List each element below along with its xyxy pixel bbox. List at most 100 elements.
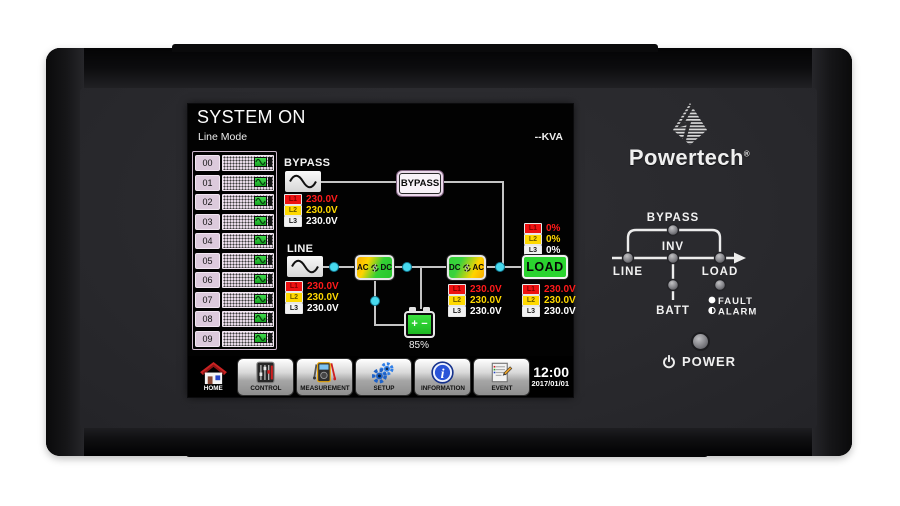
power-button[interactable] <box>691 332 710 351</box>
module-sine-icon <box>254 235 267 246</box>
phase-row: L1 230.0V <box>522 283 576 295</box>
module-number: 04 <box>195 233 220 250</box>
chassis-top-notch <box>172 44 658 52</box>
module-sine-icon <box>254 293 267 304</box>
module-row-03: 03 <box>195 213 274 230</box>
toolbar-button-information[interactable]: i INFORMATION <box>414 357 472 396</box>
phase-chip: L2 <box>285 291 303 303</box>
module-end-cap <box>268 196 272 207</box>
toolbar-button-icon <box>254 361 277 385</box>
phase-row: L2 0% <box>524 233 561 245</box>
module-number: 02 <box>195 194 220 211</box>
time-readout: 12:00 <box>533 364 569 381</box>
alarm-bullet-icon <box>708 306 716 315</box>
toolbar-button-label: EVENT <box>491 384 513 392</box>
module-sine-icon <box>254 157 267 167</box>
module-row-09: 09 <box>195 330 274 347</box>
kva-readout: --KVA <box>534 131 563 143</box>
inverter-ac-label: AC <box>472 263 484 272</box>
toolbar-button-control[interactable]: CONTROL <box>237 357 295 396</box>
phase-value: 230.0V <box>306 204 338 216</box>
module-row-05: 05 <box>195 252 274 269</box>
toolbar-button-event[interactable]: EVENT <box>473 357 531 396</box>
battery-minus: − <box>421 318 428 330</box>
load-label: LOAD <box>526 260 564 274</box>
phase-chip: L1 <box>285 280 303 292</box>
toolbar-button-label: CONTROL <box>250 384 282 392</box>
module-end-cap <box>268 157 272 167</box>
module-row-07: 07 <box>195 291 274 308</box>
mimic-load-label: LOAD <box>702 266 739 278</box>
module-status-graphic <box>222 291 274 308</box>
operating-mode-label: Line Mode <box>198 131 248 143</box>
mimic-inv-label: INV <box>662 241 684 253</box>
module-number: 00 <box>195 155 220 171</box>
mimic-batt-label: BATT <box>656 305 690 317</box>
power-flow-wiring <box>321 181 522 326</box>
date-readout: 2017/01/01 <box>531 378 569 388</box>
module-list: 00 01 <box>192 151 277 350</box>
module-end-cap <box>268 254 272 265</box>
toolbar-button-setup[interactable]: SETUP <box>355 357 413 396</box>
registered-mark-icon: ® <box>743 149 751 159</box>
rectifier-dc-label: DC <box>380 263 392 272</box>
phase-value: 230.0V <box>544 305 576 317</box>
phase-row: L1 230.0V <box>284 193 338 205</box>
phase-chip: L1 <box>522 283 540 295</box>
rectifier-ac-label: AC <box>357 263 369 272</box>
phase-row: L3 230.0V <box>522 305 576 317</box>
bypass-input-label: BYPASS <box>284 157 331 169</box>
toolbar-buttons: CONTROL MEASUREMENT SETUP i INFOR <box>236 357 531 396</box>
phase-value: 230.0V <box>307 291 339 303</box>
module-row-04: 04 <box>195 233 274 250</box>
led-mimic-diagram: BYPASS INV LINE LOAD BATT FAULT ALARM <box>612 212 756 318</box>
line-led <box>621 251 635 265</box>
rectifier-box: AC DC <box>355 255 394 280</box>
battery-icon: + − <box>404 307 435 338</box>
phase-chip: L3 <box>284 215 302 227</box>
module-sine-icon <box>254 254 267 265</box>
power-symbol-icon <box>662 354 676 369</box>
bypass-switch-label: BYPASS <box>400 178 440 189</box>
toolbar-button-measurement[interactable]: MEASUREMENT <box>296 357 354 396</box>
module-sine-icon <box>254 215 267 226</box>
phase-row: L3 0% <box>524 244 560 256</box>
toolbar-button-icon <box>372 361 395 385</box>
phase-chip: L1 <box>524 222 542 234</box>
phase-value: 230.0V <box>470 294 502 306</box>
module-status-graphic <box>222 174 274 191</box>
fault-alarm-led <box>713 278 727 292</box>
chassis-right-bevel <box>812 48 852 456</box>
line-voltage-stack: L1 230.0V L2 230.0V L3 230.0V <box>285 280 339 314</box>
module-end-cap <box>268 274 272 285</box>
phase-chip: L1 <box>284 193 302 205</box>
phase-row: L3 230.0V <box>284 215 338 227</box>
power-label: POWER <box>681 354 737 369</box>
phase-value: 230.0V <box>470 305 502 317</box>
brand-block: Powertech® <box>597 103 782 169</box>
inverter-dc-label: DC <box>449 263 461 272</box>
mimic-fault-label: FAULT <box>718 296 753 307</box>
module-status-graphic <box>222 233 274 250</box>
bypass-voltage-stack: L1 230.0V L2 230.0V L3 230.0V <box>284 193 338 227</box>
battery-plus: + <box>411 318 418 330</box>
module-end-cap <box>268 332 272 343</box>
phase-value: 230.0V <box>470 283 502 295</box>
phase-row: L2 230.0V <box>285 291 339 303</box>
chassis-bottom-notch <box>186 450 708 457</box>
phase-row: L2 230.0V <box>448 294 502 306</box>
phase-value: 0% <box>546 233 561 245</box>
toolbar-button-icon <box>313 361 337 385</box>
toolbar-button-label: HOME <box>203 385 223 392</box>
module-status-graphic <box>222 155 274 171</box>
toolbar-button-icon: i <box>431 361 455 385</box>
phase-row: L2 230.0V <box>284 204 338 216</box>
module-number: 06 <box>195 272 220 289</box>
phase-row: L1 230.0V <box>448 283 502 295</box>
toolbar-button-home[interactable]: HOME <box>190 356 237 397</box>
power-label-row: POWER <box>629 354 769 369</box>
mimic-bypass-label: BYPASS <box>647 212 699 224</box>
toolbar-button-label: MEASUREMENT <box>300 384 350 392</box>
line-sine-icon <box>287 256 323 277</box>
